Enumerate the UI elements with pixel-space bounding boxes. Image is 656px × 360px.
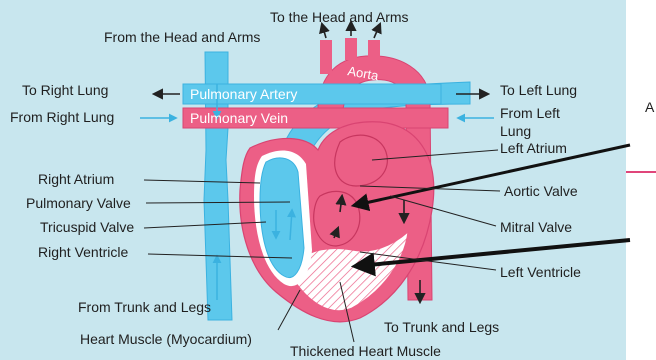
label-left-ventricle: Left Ventricle	[500, 264, 581, 280]
label-thickened-heart-muscle: Thickened Heart Muscle	[290, 343, 441, 359]
left-atrium-chamber	[335, 135, 388, 186]
label-to-head-arms: To the Head and Arms	[270, 9, 409, 25]
label-to-left-lung: To Left Lung	[500, 82, 577, 98]
label-to-trunk-legs: To Trunk and Legs	[384, 319, 499, 335]
label-from-right-lung: From Right Lung	[10, 109, 114, 125]
label-from-left-lung-line1: From Left	[500, 105, 560, 121]
side-panel-text-fragment: A	[645, 99, 655, 115]
label-from-left-lung-line2: Lung	[500, 123, 531, 139]
label-pulmonary-vein: Pulmonary Vein	[190, 110, 288, 126]
label-tricuspid-valve: Tricuspid Valve	[40, 219, 134, 235]
label-from-trunk-legs: From Trunk and Legs	[78, 299, 211, 315]
aorta-branch-1	[320, 40, 332, 74]
label-right-atrium: Right Atrium	[38, 171, 114, 187]
label-heart-muscle: Heart Muscle (Myocardium)	[80, 331, 252, 347]
label-right-ventricle: Right Ventricle	[38, 244, 128, 260]
label-pulmonary-artery: Pulmonary Artery	[190, 86, 297, 102]
label-aortic-valve: Aortic Valve	[504, 183, 578, 199]
label-pulmonary-valve: Pulmonary Valve	[26, 195, 131, 211]
aorta-branch-3	[368, 40, 380, 64]
label-to-right-lung: To Right Lung	[22, 82, 108, 98]
label-mitral-valve: Mitral Valve	[500, 219, 572, 235]
left-ventricle-chamber	[314, 191, 360, 246]
label-from-head-arms: From the Head and Arms	[104, 29, 260, 45]
side-panel: A	[626, 80, 656, 336]
label-left-atrium: Left Atrium	[500, 140, 567, 156]
aorta-branch-2	[345, 38, 357, 60]
